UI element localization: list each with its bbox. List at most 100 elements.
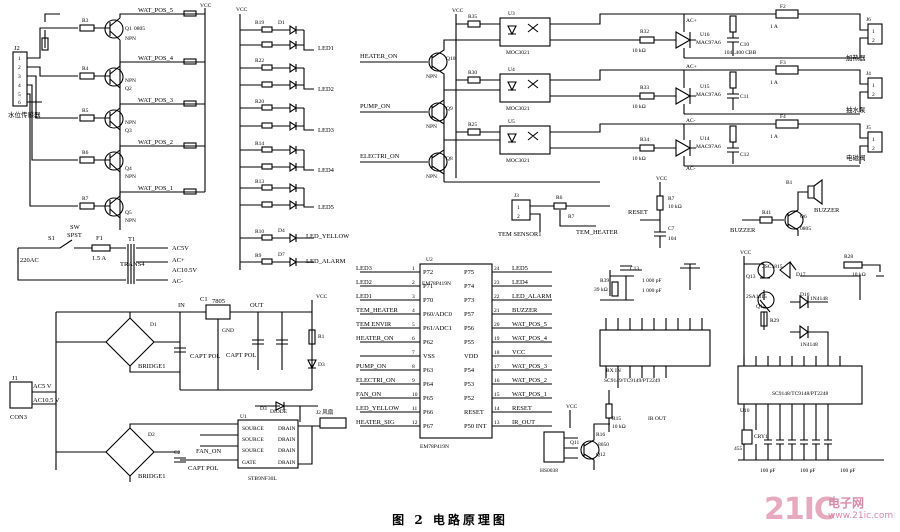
- pin-number: 14: [494, 406, 500, 412]
- svg-text:T1: T1: [128, 236, 135, 243]
- watermark-url: www.21ic.com: [828, 511, 894, 521]
- svg-text:100 pF: 100 pF: [760, 468, 775, 474]
- pin-signal: PUMP_ON: [356, 363, 387, 370]
- svg-text:SC9149/TC9149/PT2249: SC9149/TC9149/PT2249: [604, 378, 660, 384]
- svg-text:1: 1: [872, 29, 875, 35]
- pin-name: P57: [464, 311, 475, 318]
- svg-text:Q1: Q1: [125, 26, 132, 32]
- svg-text:SPST: SPST: [67, 232, 82, 239]
- pin-name: P66: [423, 409, 434, 416]
- pin-signal: FAN_ON: [356, 391, 381, 398]
- pin-number: 20: [494, 322, 500, 328]
- svg-text:DRAIN: DRAIN: [278, 448, 295, 454]
- svg-text:1: 1: [18, 56, 21, 62]
- pin-signal: LED_YELLOW: [356, 405, 400, 412]
- svg-text:F4: F4: [780, 114, 786, 120]
- pin-number: 23: [494, 280, 500, 286]
- pin-signal: HEATER_ON: [356, 335, 394, 342]
- svg-text:0805: 0805: [800, 226, 811, 232]
- svg-text:100 pF: 100 pF: [800, 468, 815, 474]
- label-led3: LED3: [318, 127, 334, 134]
- figure-caption: 图 2 电路原理图: [392, 513, 508, 527]
- led-section: VCC R19 R22 R20 R14 R13 R10 R9: [236, 7, 350, 270]
- pin-name: P73: [464, 297, 474, 304]
- svg-text:C13: C13: [630, 266, 639, 272]
- svg-text:104: 104: [668, 236, 677, 242]
- svg-text:J2 风扇: J2 风扇: [316, 408, 333, 416]
- label-led5: LED5: [318, 204, 334, 211]
- svg-text:R6: R6: [556, 195, 563, 201]
- driver-section: VCC R35 R30 R25 HEATER_ON PUMP_ON ELECTR…: [360, 4, 883, 183]
- ir-rx-section: SC9149/TC9149/PT2249 RX IN IR OUT C13 1 …: [540, 263, 711, 474]
- svg-text:J5: J5: [866, 125, 871, 131]
- svg-text:1 A: 1 A: [770, 24, 778, 30]
- svg-text:AC5 V: AC5 V: [33, 383, 52, 390]
- pin-number: 22: [494, 294, 500, 300]
- svg-text:220AC: 220AC: [20, 257, 39, 264]
- svg-text:SOURCE: SOURCE: [242, 448, 264, 454]
- svg-text:C7: C7: [668, 226, 675, 232]
- svg-text:BUZZER: BUZZER: [814, 207, 840, 214]
- mcu-right-pins: 24P75LED523P74LED422P73LED_ALARM21P57BUZ…: [464, 265, 552, 430]
- pin-name: P54: [464, 367, 475, 374]
- pin-signal: IR_OUT: [512, 419, 535, 426]
- svg-text:MOC3021: MOC3021: [506, 50, 530, 56]
- svg-text:C2: C2: [174, 450, 181, 456]
- load-pump: 抽水泵: [846, 105, 866, 114]
- svg-text:R35: R35: [468, 14, 477, 20]
- svg-text:WAT_POS_3: WAT_POS_3: [138, 97, 173, 104]
- svg-text:MAC97A6: MAC97A6: [696, 92, 721, 98]
- svg-text:Q2: Q2: [125, 86, 132, 92]
- label-led-alarm: LED_ALARM: [306, 258, 346, 265]
- svg-text:GATE: GATE: [242, 460, 257, 466]
- svg-text:NPN: NPN: [125, 174, 136, 180]
- svg-text:104L400 CBB: 104L400 CBB: [724, 50, 757, 56]
- svg-text:2: 2: [872, 38, 875, 44]
- svg-text:2: 2: [517, 214, 520, 220]
- pin-number: 7: [412, 350, 415, 356]
- pin-signal: LED5: [512, 265, 528, 272]
- svg-text:10 kΩ: 10 kΩ: [668, 204, 682, 210]
- pin-number: 13: [494, 420, 500, 426]
- svg-text:Q10: Q10: [446, 56, 456, 62]
- svg-text:8050: 8050: [598, 442, 609, 448]
- regulator-7805: [205, 304, 231, 320]
- svg-text:CAPT POL: CAPT POL: [226, 352, 256, 359]
- watermark: 21IC 电子网 www.21ic.com: [764, 492, 894, 527]
- water-sensor-section: 1 2 3 4 5 6 J2 水位传感器 R3 R4 R5 R6 R7 Q1: [8, 3, 212, 230]
- svg-text:R9: R9: [255, 253, 262, 259]
- mcu-section: U2 EM78P419N EM78P419N: [419, 257, 493, 450]
- svg-text:TEM_HEATER: TEM_HEATER: [576, 229, 619, 236]
- pin-name: VDD: [464, 353, 478, 360]
- svg-text:R22: R22: [255, 58, 264, 64]
- pin-name: P71: [423, 283, 433, 290]
- pin-name: P55: [464, 339, 474, 346]
- pin-number: 5: [412, 322, 415, 328]
- svg-text:MOC3021: MOC3021: [506, 106, 530, 112]
- svg-text:MAC97A6: MAC97A6: [696, 40, 721, 46]
- pin-name: P67: [423, 423, 434, 430]
- svg-text:D4: D4: [278, 228, 285, 234]
- pin-number: 4: [412, 308, 415, 314]
- svg-text:7805: 7805: [212, 298, 225, 305]
- svg-text:BRIDGE1: BRIDGE1: [138, 473, 165, 480]
- svg-text:CAPT POL: CAPT POL: [190, 353, 220, 360]
- svg-text:MAC97A6: MAC97A6: [696, 144, 721, 150]
- svg-text:DRAIN: DRAIN: [278, 426, 295, 432]
- pin-signal: TEM ENVIR: [356, 321, 392, 328]
- svg-text:AC-: AC-: [172, 278, 183, 285]
- svg-text:D2: D2: [148, 432, 155, 438]
- pin-name: P72: [423, 269, 433, 276]
- svg-text:SOURCE: SOURCE: [242, 426, 264, 432]
- pin-number: 2: [412, 280, 415, 286]
